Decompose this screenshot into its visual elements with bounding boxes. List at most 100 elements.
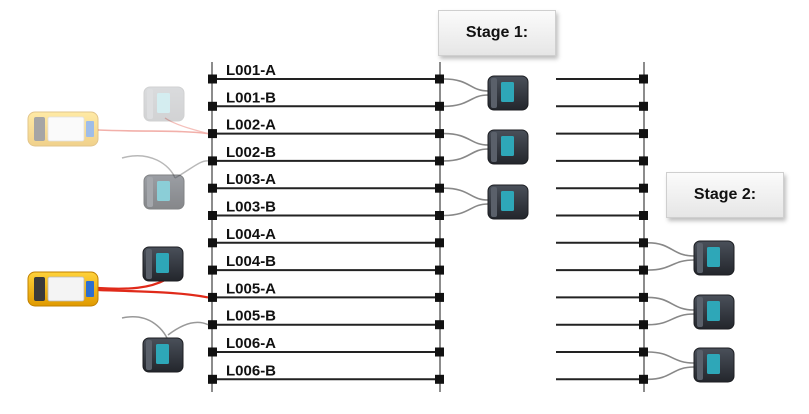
port-icon <box>208 129 217 139</box>
remote-grip <box>491 187 497 217</box>
port-icon <box>208 183 217 193</box>
remote-grip <box>697 243 703 273</box>
remote-grip <box>146 249 152 279</box>
stage-2-label: Stage 2: <box>666 172 784 218</box>
remote-screen <box>157 93 170 113</box>
port-icon <box>639 374 648 384</box>
remote-unit-icon <box>487 184 529 220</box>
port-icon <box>435 265 444 275</box>
link-row: L006-B <box>208 362 444 384</box>
far-end-row <box>556 156 648 166</box>
far-end-row <box>556 374 648 384</box>
link-label: L001-B <box>226 89 276 106</box>
port-icon <box>639 183 648 193</box>
port-icon <box>435 183 444 193</box>
far-end-row <box>556 265 648 275</box>
port-icon <box>639 265 648 275</box>
remote-unit-icon <box>693 347 735 383</box>
far-end-row <box>556 74 648 84</box>
remote-screen <box>156 253 169 273</box>
port-icon <box>435 74 444 84</box>
port-icon <box>639 74 648 84</box>
link-label: L006-A <box>226 335 276 352</box>
port-icon <box>639 156 648 166</box>
link-row: L004-A <box>208 226 444 248</box>
port-icon <box>435 211 444 220</box>
tester-icon <box>27 111 99 147</box>
remote-grip <box>697 297 703 327</box>
patch-cord <box>97 288 209 299</box>
port-icon <box>208 320 217 330</box>
link-row: L002-A <box>208 117 444 139</box>
remote-screen <box>501 191 514 211</box>
tester-port <box>86 281 94 297</box>
patch-cord <box>443 132 489 146</box>
remote-unit-icon <box>142 246 184 282</box>
patch-cord <box>647 313 695 326</box>
link-row: L004-B <box>208 253 444 275</box>
remote-screen <box>501 82 514 102</box>
link-label: L005-B <box>226 308 276 325</box>
patch-cord <box>121 155 176 179</box>
remote-unit-icon <box>142 337 184 373</box>
remote-unit-icon <box>693 240 735 276</box>
link-row: L006-A <box>208 335 444 357</box>
link-row: L001-A <box>208 62 444 84</box>
remote-screen <box>501 136 514 156</box>
port-icon <box>639 347 648 357</box>
port-icon <box>208 211 217 220</box>
link-label: L003-A <box>226 171 276 188</box>
remote-screen <box>157 181 170 201</box>
tester-body <box>27 111 99 147</box>
patch-cord <box>647 351 695 364</box>
port-icon <box>639 211 648 220</box>
patch-cord <box>97 129 209 135</box>
remote-unit-icon <box>487 129 529 165</box>
link-label: L002-B <box>226 144 276 161</box>
remote-grip <box>147 89 153 119</box>
tester-port <box>86 121 94 137</box>
tester-screen <box>47 116 85 142</box>
port-icon <box>208 265 217 275</box>
remote-unit-icon <box>693 294 735 330</box>
remote-grip <box>146 340 152 370</box>
far-end-row <box>556 238 648 248</box>
port-icon <box>208 374 217 384</box>
far-end-row <box>556 320 648 330</box>
patch-cord <box>167 321 209 336</box>
remote-unit-icon <box>487 75 529 111</box>
patch-cord <box>647 296 695 311</box>
remote-body <box>143 86 185 122</box>
patch-cord <box>647 242 695 257</box>
port-icon <box>435 292 444 302</box>
patch-cord <box>647 366 695 381</box>
port-icon <box>639 292 648 302</box>
far-end-row <box>556 292 648 302</box>
port-icon <box>208 74 217 84</box>
link-label: L003-B <box>226 199 276 216</box>
link-label: L004-A <box>226 226 276 243</box>
tester-keypad <box>34 117 45 141</box>
patch-cord <box>443 78 489 92</box>
port-icon <box>435 374 444 384</box>
tester-keypad <box>34 277 45 301</box>
far-end-row <box>556 101 648 111</box>
link-label: L002-A <box>226 117 276 134</box>
port-icon <box>639 238 648 248</box>
link-label: L006-B <box>226 362 276 379</box>
far-end-row <box>556 211 648 220</box>
patch-cord <box>443 203 489 217</box>
patch-cord <box>97 279 166 290</box>
link-row: L005-B <box>208 308 444 330</box>
link-row: L002-B <box>208 144 444 166</box>
port-icon <box>435 347 444 357</box>
port-icon <box>435 129 444 139</box>
port-icon <box>208 238 217 248</box>
patch-cord <box>647 259 695 271</box>
patch-cord <box>443 94 489 108</box>
far-end-row <box>556 183 648 193</box>
link-label: L001-A <box>226 62 276 79</box>
port-icon <box>208 292 217 302</box>
